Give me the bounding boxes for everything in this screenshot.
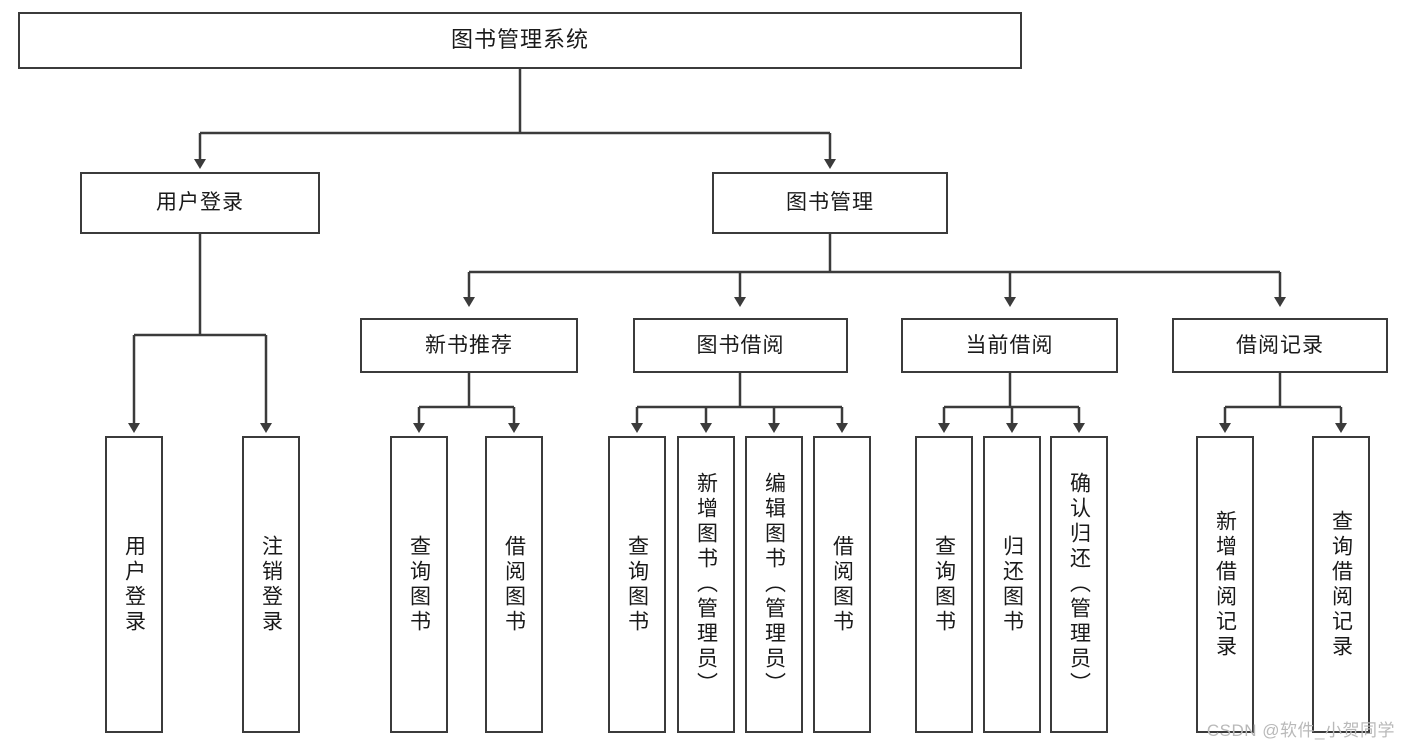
node-new-book-recommend[interactable]: 新书推荐: [360, 318, 578, 373]
node-label: 编辑图书（管理员）: [762, 472, 786, 697]
node-label: 查询图书: [407, 534, 431, 635]
node-book-borrow[interactable]: 图书借阅: [633, 318, 848, 373]
node-label: 借阅图书: [502, 534, 526, 635]
node-label: 新增图书（管理员）: [694, 472, 718, 697]
node-label: 查询图书: [625, 534, 649, 635]
node-root-book-management-system[interactable]: 图书管理系统: [18, 12, 1022, 69]
node-label: 用户登录: [122, 534, 146, 635]
node-leaf-query-book-current[interactable]: 查询图书: [915, 436, 973, 733]
node-leaf-query-book-rec[interactable]: 查询图书: [390, 436, 448, 733]
node-leaf-query-book-borrow[interactable]: 查询图书: [608, 436, 666, 733]
node-label: 图书管理系统: [450, 27, 589, 53]
node-label: 查询借阅记录: [1329, 509, 1353, 660]
node-leaf-borrow-book-rec[interactable]: 借阅图书: [485, 436, 543, 733]
node-leaf-borrow-book[interactable]: 借阅图书: [813, 436, 871, 733]
node-leaf-confirm-return-admin[interactable]: 确认归还（管理员）: [1050, 436, 1108, 733]
node-leaf-logout[interactable]: 注销登录: [242, 436, 300, 733]
node-label: 用户登录: [156, 191, 244, 215]
node-label: 借阅记录: [1236, 333, 1324, 357]
node-leaf-add-borrow-record[interactable]: 新增借阅记录: [1196, 436, 1254, 733]
node-label: 图书借阅: [696, 333, 785, 357]
node-book-management[interactable]: 图书管理: [712, 172, 948, 234]
csdn-watermark: CSDN @软件_小贺同学: [1206, 721, 1395, 740]
node-label: 查询图书: [932, 534, 956, 635]
node-leaf-return-book[interactable]: 归还图书: [983, 436, 1041, 733]
node-leaf-query-borrow-record[interactable]: 查询借阅记录: [1312, 436, 1370, 733]
node-leaf-add-book-admin[interactable]: 新增图书（管理员）: [677, 436, 735, 733]
node-user-login[interactable]: 用户登录: [80, 172, 320, 234]
node-label: 新增借阅记录: [1213, 509, 1237, 660]
node-label: 新书推荐: [425, 333, 513, 357]
node-current-borrow[interactable]: 当前借阅: [901, 318, 1118, 373]
node-label: 图书管理: [786, 191, 874, 215]
node-leaf-edit-book-admin[interactable]: 编辑图书（管理员）: [745, 436, 803, 733]
node-label: 当前借阅: [965, 333, 1054, 357]
node-label: 确认归还（管理员）: [1067, 472, 1091, 697]
node-label: 注销登录: [259, 534, 283, 635]
node-borrow-record[interactable]: 借阅记录: [1172, 318, 1388, 373]
node-label: 借阅图书: [830, 534, 854, 635]
node-label: 归还图书: [1000, 534, 1024, 635]
node-leaf-user-login[interactable]: 用户登录: [105, 436, 163, 733]
